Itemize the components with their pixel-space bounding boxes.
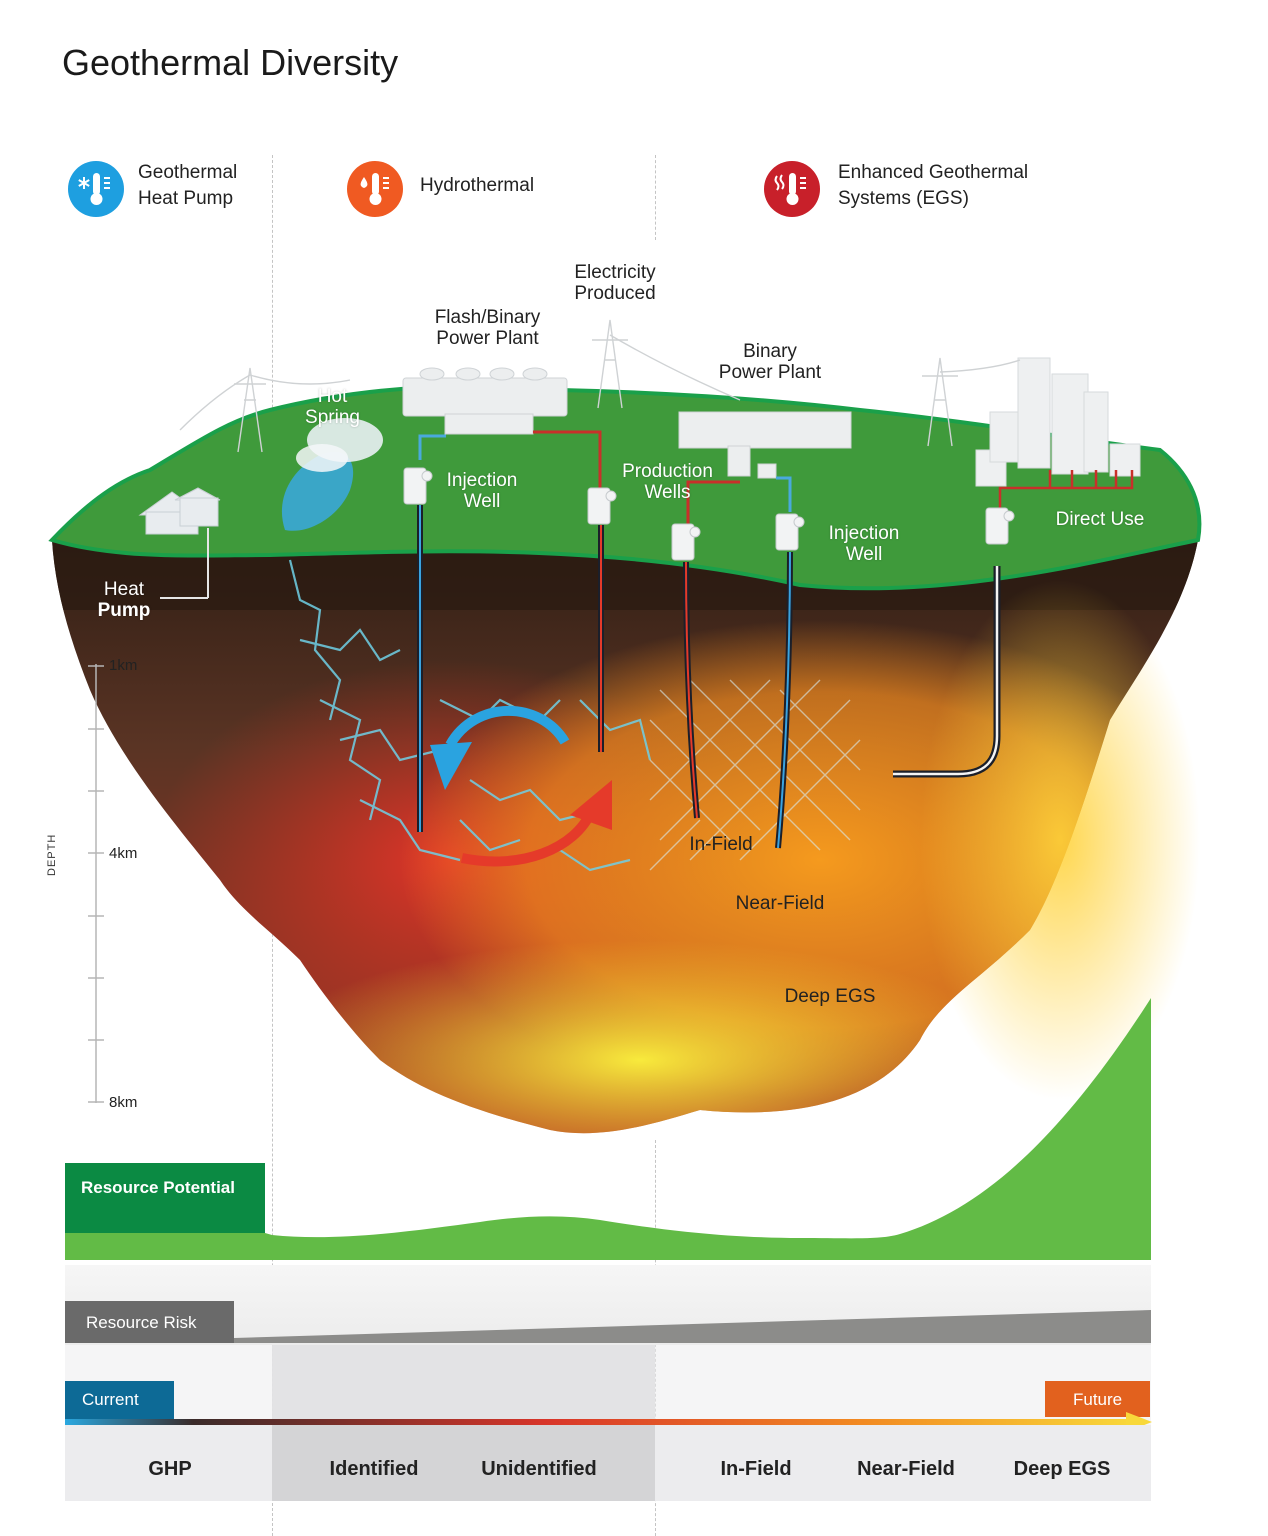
snowflake-thermometer-icon (68, 161, 124, 217)
label-heat-line1: Heat (103, 579, 145, 600)
bottom-category-near-field: Near-Field (857, 1458, 955, 1480)
bottom-category-identified: Identified (329, 1458, 419, 1480)
depth-tick-8km: 8km (109, 1094, 138, 1111)
label-production-wells: Production Wells (610, 461, 725, 503)
label-injection-well-hydro: Injection Well (437, 470, 527, 512)
resource-potential-label: Resource Potential (81, 1178, 235, 1197)
label-heat-line2: Pump (97, 600, 151, 621)
label-injection-well-egs: Injection Well (818, 523, 910, 565)
label-inj1-line2: Well (463, 491, 501, 512)
depth-axis-label: DEPTH (46, 833, 58, 876)
depth-tick-4km: 4km (109, 845, 138, 862)
label-hot-line2: Spring (305, 407, 360, 428)
label-prod-line2: Wells (644, 482, 691, 503)
label-binary-plant: Binary Power Plant (705, 341, 835, 383)
label-near-field: Near-Field (735, 893, 825, 914)
category-ghp-line2: Heat Pump (138, 188, 234, 209)
label-hot-spring: Hot Spring (295, 386, 370, 428)
category-ghp-line1: Geothermal (138, 162, 238, 183)
label-flash-line1: Flash/Binary (434, 307, 541, 328)
label-binary-line2: Power Plant (718, 362, 822, 383)
timeline-current-label: Current (82, 1390, 139, 1409)
label-direct-use: Direct Use (1055, 509, 1145, 530)
label-inj2-line1: Injection (828, 523, 900, 544)
bottom-category-deep-egs: Deep EGS (1013, 1458, 1111, 1480)
bottom-category-ghp: GHP (148, 1458, 192, 1480)
label-hot-line1: Hot (317, 386, 348, 407)
category-egs-line1: Enhanced Geothermal (838, 162, 1029, 183)
label-deep-egs: Deep EGS (784, 986, 876, 1007)
resource-risk-label: Resource Risk (86, 1313, 197, 1332)
label-electricity-line2: Produced (574, 283, 656, 304)
label-in-field: In-Field (689, 834, 753, 855)
category-egs-line2: Systems (EGS) (838, 188, 969, 209)
divider-hydrothermal-egs-top (655, 155, 656, 240)
label-prod-line1: Production (622, 461, 713, 482)
label-binary-line1: Binary (743, 341, 797, 362)
label-electricity-produced: Electricity Produced (560, 262, 670, 304)
label-inj1-line1: Injection (446, 470, 518, 491)
bottom-category-in-field: In-Field (720, 1458, 792, 1480)
page-title: Geothermal Diversity (62, 42, 399, 83)
droplet-thermometer-icon (347, 161, 403, 217)
label-flash-binary-plant: Flash/Binary Power Plant (420, 307, 555, 349)
timeline-future-label: Future (1073, 1390, 1123, 1409)
label-inj2-line2: Well (845, 544, 883, 565)
label-flash-line2: Power Plant (436, 328, 539, 349)
bottom-category-unidentified: Unidentified (481, 1458, 597, 1480)
label-electricity-line1: Electricity (574, 262, 656, 283)
heat-thermometer-icon (764, 161, 820, 217)
category-hydrothermal: Hydrothermal (420, 175, 535, 196)
depth-tick-1km: 1km (109, 657, 138, 674)
label-heat-pump: Heat Pump (88, 579, 160, 621)
